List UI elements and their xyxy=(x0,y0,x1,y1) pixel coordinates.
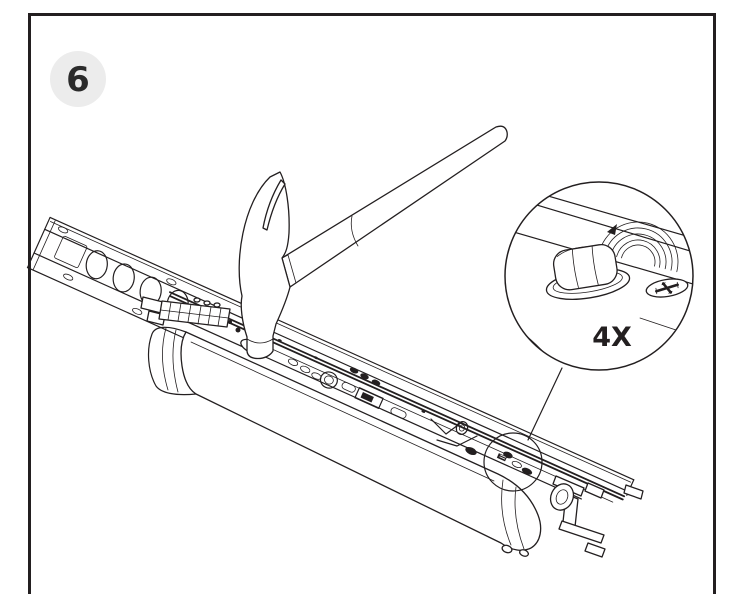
claw-hammer xyxy=(238,125,508,360)
end-cap-plug xyxy=(545,243,631,300)
rail-assembly xyxy=(26,216,635,503)
step-number: 6 xyxy=(66,60,90,100)
quantity-label: 4X xyxy=(592,322,632,353)
tensioner-details xyxy=(430,418,478,456)
magnifier-detail-circle: 4X xyxy=(504,181,694,371)
detail-pulley-arcs xyxy=(598,221,679,273)
mounting-bracket xyxy=(140,296,241,333)
step-badge-circle xyxy=(50,51,106,107)
rail-end-brackets xyxy=(549,475,644,558)
phillips-screw xyxy=(645,278,689,298)
end-pulley xyxy=(549,483,575,511)
housing-left-cap xyxy=(147,326,197,396)
housing-right-cap xyxy=(501,479,530,557)
hammer-handle xyxy=(281,125,508,288)
detail-source-circle xyxy=(483,432,543,492)
leader-line xyxy=(527,367,563,441)
hammer-head xyxy=(238,171,297,360)
operator-housing xyxy=(147,326,542,557)
rail-flange xyxy=(26,216,635,500)
step-badge: 6 xyxy=(50,51,106,107)
detail-arrow xyxy=(607,224,617,235)
claw-slot xyxy=(262,179,286,231)
